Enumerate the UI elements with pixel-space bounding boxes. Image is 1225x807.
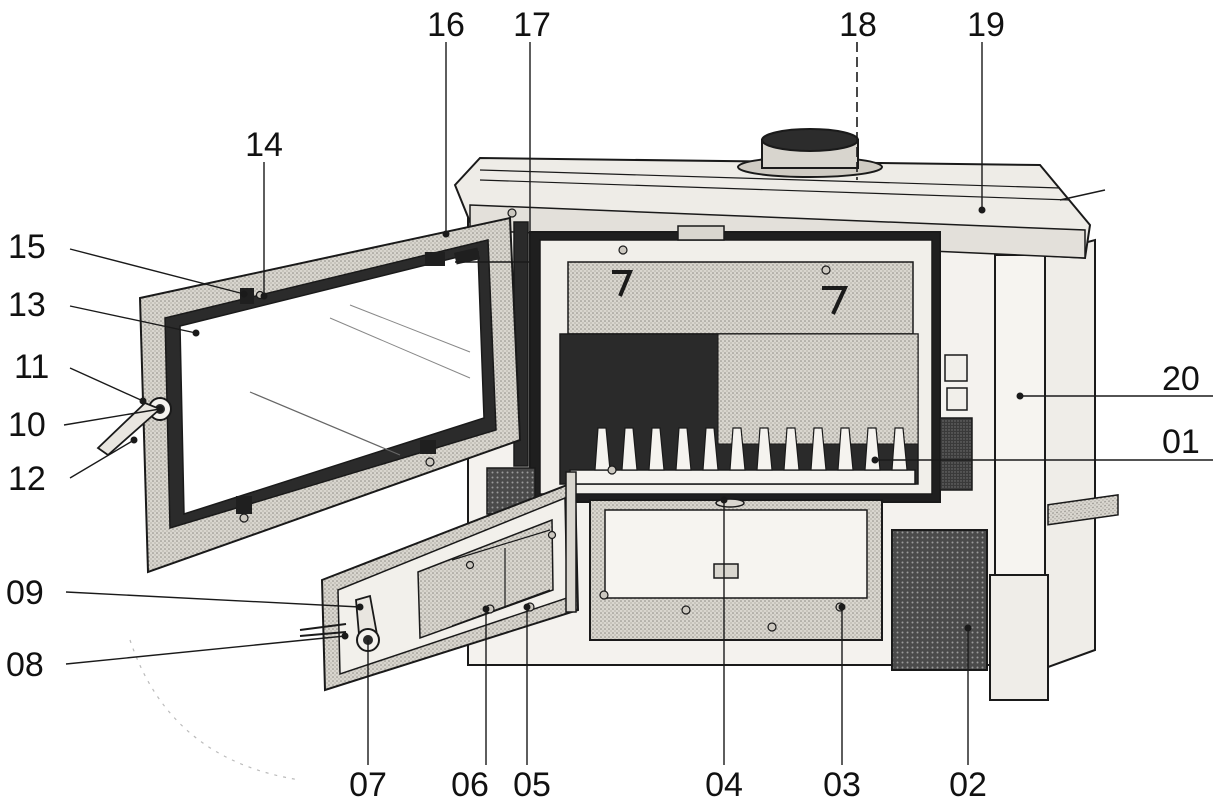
callout-05: 05 [513,766,551,802]
callout-01: 01 [1162,423,1200,461]
callout-20: 20 [1162,360,1200,398]
callout-17: 17 [513,6,551,44]
leader-lines [63,42,1213,765]
callout-06: 06 [451,766,489,802]
callout-labels: 16 17 18 19 14 15 13 11 10 12 20 01 09 0… [6,6,1200,804]
stove-body [453,128,1119,701]
flue-opening [761,128,859,152]
callout-09: 09 [6,574,44,612]
callout-03: 03 [823,766,861,802]
pillar-base [989,574,1049,701]
grille [891,529,988,671]
callout-08: 08 [6,646,44,684]
callout-10: 10 [8,406,46,444]
ashpan-handle [713,563,739,579]
callout-02: 02 [949,766,987,802]
ashpan [604,509,868,599]
grate [569,469,916,485]
callout-04: 04 [705,766,743,802]
callout-13: 13 [8,286,46,324]
top-tab [677,225,725,241]
side-base-strip [1047,494,1119,526]
glass-panel [179,251,485,516]
callout-12: 12 [8,460,46,498]
rear-firebrick [717,333,919,445]
callout-07: 07 [349,766,387,802]
callout-19: 19 [967,6,1005,44]
callout-15: 15 [8,228,46,266]
control-knob [944,354,968,382]
lower-door [299,471,580,692]
upper-door [96,216,522,574]
callout-16: 16 [427,6,465,44]
ash-door-plate [417,518,554,640]
callout-14: 14 [245,126,283,164]
callout-11: 11 [14,348,49,386]
callout-18: 18 [839,6,877,44]
